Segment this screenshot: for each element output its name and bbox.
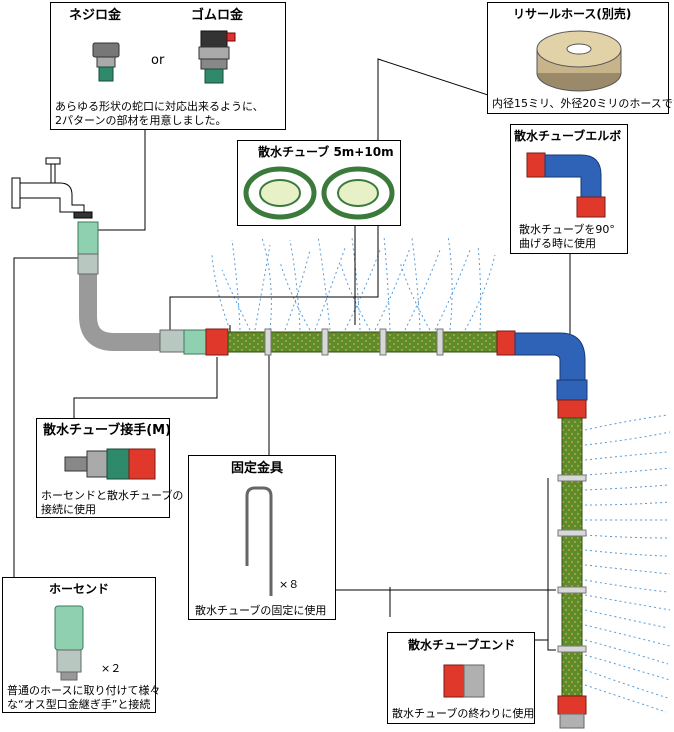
connector-red-right: [496, 330, 516, 356]
elbow-collar: [556, 379, 588, 401]
stake-desc: 散水チューブの固定に使用: [195, 604, 327, 617]
spray-horizontal: [211, 235, 496, 331]
faucet-desc-2: 2パターンの部材を用意しました。: [55, 114, 227, 127]
spray-vertical: [584, 414, 671, 713]
connector-red-bottom: [557, 695, 587, 715]
tube-title: 散水チューブ 5m+10m: [258, 145, 394, 159]
stake-title: 固定金具: [231, 461, 284, 476]
reel-illustration: [536, 30, 622, 92]
hosend-title: ホーセンド: [49, 582, 110, 596]
tube-end-box: 散水チューブエンド 散水チューブの終わりに使用: [387, 632, 535, 724]
sprinkler-tube-box: 散水チューブ 5m+10m: [237, 140, 401, 226]
reel-desc: 内径15ミリ、外径20ミリのホースです: [492, 97, 674, 110]
stake-qty: ×８: [279, 578, 300, 591]
joint-desc-1: ホーセンドと散水チューブの: [41, 489, 184, 502]
end-desc: 散水チューブの終わりに使用: [392, 707, 535, 720]
joint-title: 散水チューブ接手(M): [43, 423, 172, 438]
adapter-illustrations: [92, 30, 236, 84]
tube-joint-box: 散水チューブ接手(M) ホーセンドと散水チューブの 接続に使用: [36, 418, 183, 518]
tube-clips-horizontal: [264, 328, 444, 356]
tube-coils-illustration: [243, 166, 395, 220]
elbow-piece: [514, 332, 586, 383]
hosend-left: [159, 329, 185, 353]
reel-title: リサールホース(別売): [513, 7, 632, 21]
hose-reel-box: リサールホース(別売) 内径15ミリ、外径20ミリのホースです: [487, 2, 674, 114]
joint-illustration: [64, 448, 156, 480]
faucet-connector: [77, 221, 99, 255]
elbow-desc-2: 曲げる時に使用: [519, 237, 596, 250]
end-illustration: [443, 664, 485, 698]
gomuro-label: ゴムロ金: [191, 8, 244, 23]
faucet-adapter-box: ネジロ金 ゴムロ金 or あらゆる形状の蛇口に対応出来るように、 2パターンの部…: [50, 2, 286, 130]
stake-box: 固定金具 ×８ 散水チューブの固定に使用: [188, 455, 336, 620]
hosend-desc-2: な“オス型口金継ぎ手”と接続: [7, 698, 151, 711]
elbow-title: 散水チューブエルボ: [514, 129, 622, 143]
tube-end-cap: [559, 713, 585, 729]
elbow-desc-1: 散水チューブを90°: [519, 223, 615, 236]
stake-illustration: [245, 486, 273, 596]
joint-desc-2: 接続に使用: [41, 503, 96, 516]
hosend-qty: ×２: [101, 662, 122, 675]
joint-connector: [183, 329, 207, 355]
faucet-desc-1: あらゆる形状の蛇口に対応出来るように、: [55, 100, 264, 113]
end-title: 散水チューブエンド: [408, 638, 516, 652]
elbow-illustration: [526, 152, 606, 218]
or-text: or: [151, 53, 165, 68]
nejiro-label: ネジロ金: [69, 8, 122, 23]
tube-clips-vertical: [557, 474, 587, 653]
hosend-desc-1: 普通のホースに取り付けて様々: [7, 684, 161, 697]
hosend-box: ホーセンド ×２ 普通のホースに取り付けて様々 な“オス型口金継ぎ手”と接続: [2, 577, 160, 713]
connector-red-left: [205, 328, 229, 356]
elbow-box: 散水チューブエルボ 散水チューブを90° 曲げる時に使用: [510, 124, 628, 254]
vertical-tube: [561, 417, 583, 697]
grey-hose: [79, 272, 170, 351]
connector-red-top: [557, 399, 587, 419]
hosend-illustration: [54, 605, 84, 681]
faucet-illustration: [11, 157, 93, 219]
hosend-top: [77, 253, 99, 275]
